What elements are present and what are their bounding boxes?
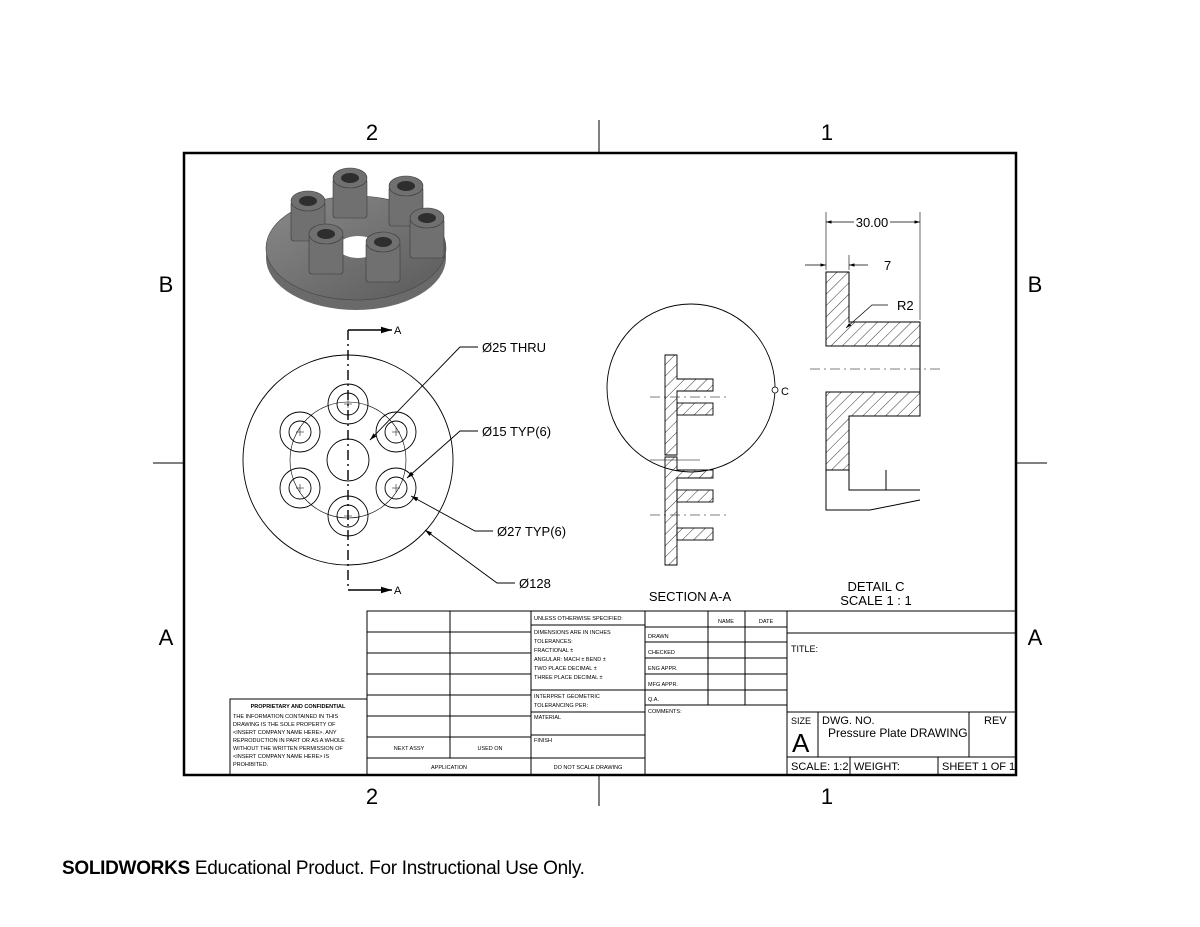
- tb-application: APPLICATION: [431, 765, 467, 771]
- tb-date-header: DATE: [759, 619, 774, 625]
- footer-brand: SOLIDWORKS: [62, 858, 190, 879]
- tb-proprietary-title: PROPRIETARY AND CONFIDENTIAL: [251, 704, 346, 710]
- tb-prop-line-0: THE INFORMATION CONTAINED IN THIS: [233, 714, 338, 720]
- zone-label-bottom-2: 2: [366, 784, 378, 809]
- dim-diameter-25: Ø25 THRU: [482, 340, 546, 355]
- tb-size-value: A: [792, 728, 810, 758]
- tb-row-comments: COMMENTS:: [648, 709, 682, 715]
- dim-diameter-15: Ø15 TYP(6): [482, 424, 551, 439]
- tb-dims-0: DIMENSIONS ARE IN INCHES: [534, 630, 611, 636]
- tb-unless: UNLESS OTHERWISE SPECIFIED:: [534, 616, 623, 622]
- tb-dims-2: FRACTIONAL ±: [534, 648, 573, 654]
- dim-width-7: 7: [884, 258, 891, 273]
- title-block: [229, 610, 1017, 776]
- tb-size-label: SIZE: [791, 716, 811, 726]
- tb-row-mfg: MFG APPR.: [648, 682, 678, 688]
- zone-label-bottom-1: 1: [821, 784, 833, 809]
- tb-title-label: TITLE:: [791, 644, 818, 654]
- tb-interpret-1: TOLERANCING PER:: [534, 703, 588, 709]
- educational-watermark: SOLIDWORKS Educational Product. For Inst…: [62, 858, 585, 880]
- isometric-view: [265, 167, 447, 310]
- tb-row-qa: Q.A.: [648, 697, 659, 703]
- title-block-text: UNLESS OTHERWISE SPECIFIED: DIMENSIONS A…: [233, 616, 773, 771]
- tb-prop-line-3: REPRODUCTION IN PART OR AS A WHOLE: [233, 738, 345, 744]
- zone-label-right-a: A: [1028, 625, 1043, 650]
- tb-prop-line-2: <INSERT COMPANY NAME HERE>. ANY: [233, 730, 337, 736]
- tb-name-header: NAME: [718, 619, 734, 625]
- tb-weight: WEIGHT:: [854, 761, 900, 773]
- dim-width-30: 30.00: [856, 215, 889, 230]
- zone-label-top-2: 2: [366, 120, 378, 145]
- section-cut-letter-bottom: A: [394, 585, 402, 597]
- detail-callout-letter: C: [781, 386, 789, 398]
- tb-row-drawn: DRAWN: [648, 634, 669, 640]
- tb-dims-4: TWO PLACE DECIMAL ±: [534, 666, 597, 672]
- tb-rev-label: REV: [984, 715, 1007, 727]
- tb-prop-line-6: PROHIBITED.: [233, 762, 269, 768]
- zone-label-top-1: 1: [821, 120, 833, 145]
- tb-no-scale: DO NOT SCALE DRAWING: [554, 765, 623, 771]
- tb-material: MATERIAL: [534, 715, 561, 721]
- detail-view: [805, 212, 940, 511]
- tb-dims-3: ANGULAR: MACH ± BEND ±: [534, 657, 606, 663]
- tb-dwg-label: DWG. NO.: [822, 715, 875, 727]
- dim-radius-2: R2: [897, 298, 914, 313]
- zone-label-left-b: B: [159, 272, 174, 297]
- section-cut-letter-top: A: [394, 325, 402, 337]
- tb-dims-1: TOLERANCES:: [534, 639, 573, 645]
- tb-dims-5: THREE PLACE DECIMAL ±: [534, 675, 603, 681]
- section-label: SECTION A-A: [649, 589, 732, 604]
- detail-scale: SCALE 1 : 1: [840, 593, 912, 608]
- zone-label-left-a: A: [159, 625, 174, 650]
- footer-text: Educational Product. For Instructional U…: [189, 858, 585, 879]
- tb-interpret-0: INTERPRET GEOMETRIC: [534, 694, 600, 700]
- detail-label: DETAIL C: [847, 579, 904, 594]
- tb-scale: SCALE: 1:2: [791, 761, 848, 773]
- section-view: [606, 303, 779, 566]
- tb-sheet: SHEET 1 OF 1: [942, 761, 1015, 773]
- tb-dwg-number: Pressure Plate DRAWING: [828, 726, 968, 740]
- front-view: [242, 326, 515, 594]
- tb-prop-line-5: <INSERT COMPANY NAME HERE> IS: [233, 754, 330, 760]
- tb-next-assy: NEXT ASSY: [394, 746, 425, 752]
- tb-prop-line-1: DRAWING IS THE SOLE PROPERTY OF: [233, 722, 336, 728]
- tb-prop-line-4: WITHOUT THE WRITTEN PERMISSION OF: [233, 746, 343, 752]
- dim-diameter-27: Ø27 TYP(6): [497, 524, 566, 539]
- tb-row-eng: ENG APPR.: [648, 666, 678, 672]
- tb-finish: FINISH: [534, 738, 552, 744]
- tb-used-on: USED ON: [477, 746, 502, 752]
- dim-diameter-128: Ø128: [519, 576, 551, 591]
- tb-row-checked: CHECKED: [648, 650, 675, 656]
- zone-label-right-b: B: [1028, 272, 1043, 297]
